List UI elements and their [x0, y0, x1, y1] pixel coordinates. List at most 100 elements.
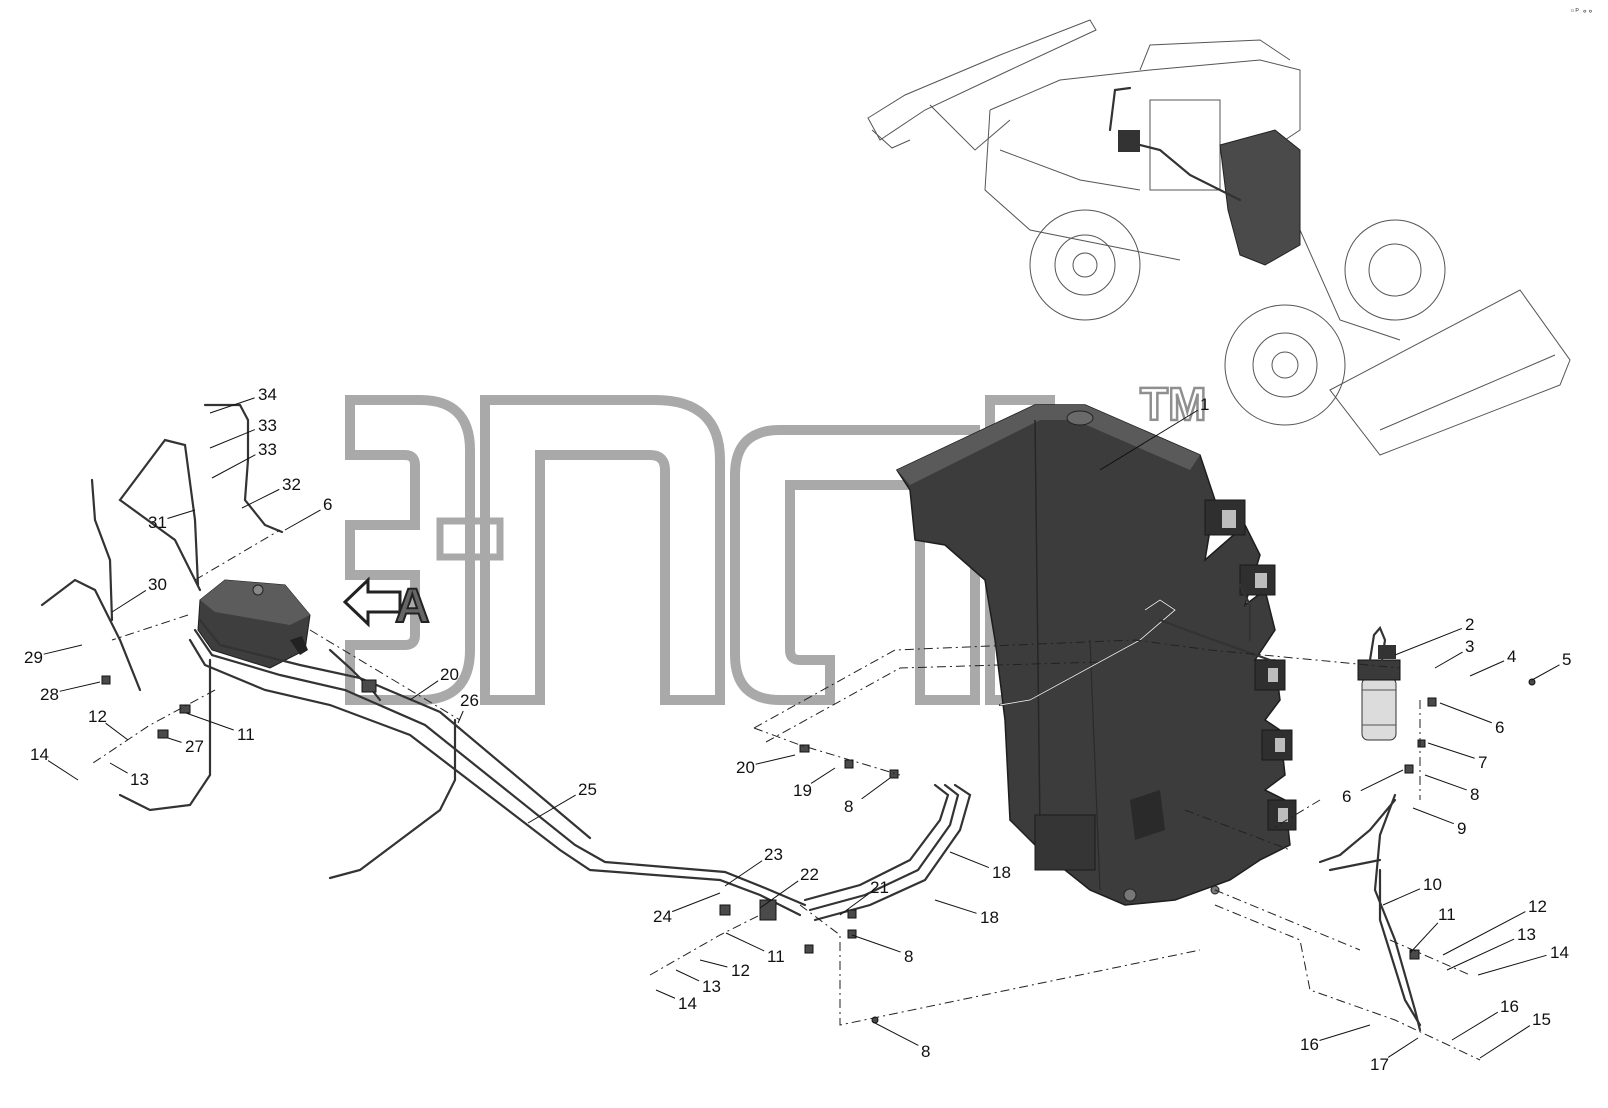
callout-8: 8 [844, 777, 891, 816]
callout-label: 12 [1528, 897, 1547, 916]
callout-leader [934, 899, 977, 914]
callout-label: 17 [1370, 1055, 1389, 1074]
callout-leader [167, 509, 196, 519]
callout-leader [839, 893, 869, 916]
callout-30: 30 [111, 575, 167, 613]
callout-label: 16 [1500, 997, 1519, 1016]
callout-leader [105, 722, 129, 741]
callout-16: 16 [1300, 1024, 1371, 1054]
callout-label: 20 [736, 758, 755, 777]
callout-label: 6 [323, 495, 332, 514]
callout-label: 2 [1465, 615, 1474, 634]
callout-leader [699, 959, 728, 968]
callout-12: 12 [699, 959, 750, 980]
loader-overview-sketch [867, 19, 1571, 456]
callout-label: 28 [40, 685, 59, 704]
callout-8: 8 [1424, 774, 1479, 804]
callout-leader [209, 397, 255, 414]
callout-label: 11 [1438, 905, 1456, 924]
callout-leader [724, 860, 763, 887]
callout-1: 1 [1099, 395, 1209, 471]
callout-14: 14 [1477, 943, 1569, 976]
callout-label: 27 [185, 737, 204, 756]
callout-leader [185, 712, 234, 731]
callout-label: 22 [800, 865, 819, 884]
callout-12: 12 [1442, 897, 1547, 956]
callout-25: 25 [527, 780, 597, 824]
fuel-tank [895, 404, 1297, 906]
callout-leader [1469, 660, 1505, 677]
callout-leader [1412, 807, 1454, 825]
callout-6: 6 [1439, 702, 1504, 737]
callout-33: 33 [211, 440, 277, 479]
callout-10: 10 [1382, 875, 1442, 906]
callout-label: 33 [258, 416, 277, 435]
callout-leader [527, 794, 576, 824]
callout-8: 8 [851, 934, 913, 966]
callout-leader [1477, 954, 1547, 976]
callout-leader [167, 737, 182, 743]
callout-9: 9 [1412, 807, 1466, 838]
corner-mark: ◦ᵖ ∘∘ [1570, 7, 1593, 17]
callout-5: 5 [1531, 650, 1571, 681]
callout-label: 18 [992, 863, 1011, 882]
assembly-centerlines [89, 529, 1481, 1061]
callout-leader [1427, 742, 1475, 759]
callout-label: 5 [1562, 650, 1571, 669]
callout-label: 4 [1507, 647, 1516, 666]
callout-leader [1387, 1037, 1419, 1058]
callout-33: 33 [209, 416, 277, 449]
callout-label: 8 [904, 947, 913, 966]
callout-label: 12 [88, 707, 107, 726]
callout-leader [211, 454, 256, 479]
callout-leader [409, 680, 439, 701]
callout-label: 11 [767, 947, 785, 966]
callout-label: 13 [1517, 925, 1536, 944]
callout-leader [675, 969, 700, 982]
callout-label: 14 [1550, 943, 1569, 962]
callout-label: 14 [678, 994, 697, 1013]
callout-4: 4 [1469, 647, 1516, 677]
callout-label: 16 [1300, 1035, 1319, 1054]
callout-label: 20 [440, 665, 459, 684]
callout-label: 14 [30, 745, 49, 764]
callout-21: 21 [839, 878, 889, 916]
callout-32: 32 [241, 475, 301, 509]
callout-11: 11 [185, 712, 255, 744]
callout-20: 20 [409, 665, 459, 701]
callout-23: 23 [724, 845, 783, 887]
callout-leader [1319, 1024, 1371, 1041]
callout-label: 24 [653, 907, 672, 926]
callout-label: 13 [702, 977, 721, 996]
callout-label: 8 [1470, 785, 1479, 804]
callout-leader [43, 644, 83, 655]
trademark-label: TM [1140, 378, 1206, 430]
callout-leader [1409, 922, 1439, 954]
fittings [101, 675, 1536, 1024]
callout-leader [59, 681, 101, 692]
callout-label: 23 [764, 845, 783, 864]
fuel-lines [40, 403, 1422, 1032]
callout-leader [949, 851, 990, 869]
callout-label: 15 [1532, 1010, 1551, 1029]
fuel-filter [1357, 625, 1401, 741]
callout-leader [755, 754, 796, 765]
callout-26: 26 [457, 691, 479, 724]
callout-13: 13 [675, 969, 721, 996]
callout-label: 9 [1457, 819, 1466, 838]
callout-label: 1 [1200, 395, 1209, 414]
callout-label: 19 [793, 781, 812, 800]
callout-label: 21 [870, 878, 889, 897]
callout-leader [759, 880, 799, 909]
callout-18: 18 [949, 851, 1011, 882]
callout-leader [1446, 938, 1515, 971]
callout-8: 8 [872, 1021, 930, 1061]
callout-24: 24 [653, 892, 721, 926]
callout-label: 13 [130, 770, 149, 789]
callout-leader [1382, 888, 1421, 906]
callout-label: 6 [1495, 718, 1504, 737]
callout-27: 27 [167, 737, 204, 756]
callout-6: 6 [1342, 769, 1404, 806]
callout-leader [655, 989, 676, 999]
